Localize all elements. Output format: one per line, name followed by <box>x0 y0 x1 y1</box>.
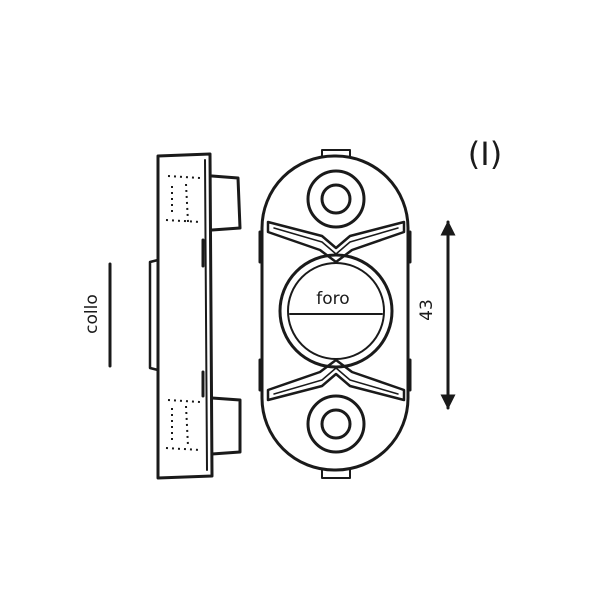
side-view <box>148 152 242 480</box>
side-neck <box>148 258 160 372</box>
side-step <box>204 159 208 471</box>
front-tab-top <box>321 149 351 158</box>
lower-screw-outer <box>306 394 366 454</box>
lower-spring <box>266 358 406 402</box>
lower-screw-inner <box>320 408 352 440</box>
side-hatch-bottom <box>165 399 201 451</box>
center-hole-outer <box>278 253 394 369</box>
center-hole-inner <box>287 262 385 360</box>
upper-spring <box>266 220 406 264</box>
dimension-label: 43 <box>417 299 437 321</box>
front-view: foro <box>258 149 412 479</box>
front-tab-bottom <box>321 468 351 479</box>
side-hatch-top <box>165 175 201 223</box>
side-pin-top <box>210 174 242 232</box>
collo-label: collo <box>82 294 102 334</box>
side-pin-bottom <box>210 396 242 456</box>
upper-screw-outer <box>306 169 366 229</box>
side-body <box>156 152 214 480</box>
figure-label: (I) <box>468 135 502 173</box>
upper-screw-inner <box>320 183 352 215</box>
front-outline <box>260 154 410 472</box>
foro-label: foro <box>316 289 349 309</box>
